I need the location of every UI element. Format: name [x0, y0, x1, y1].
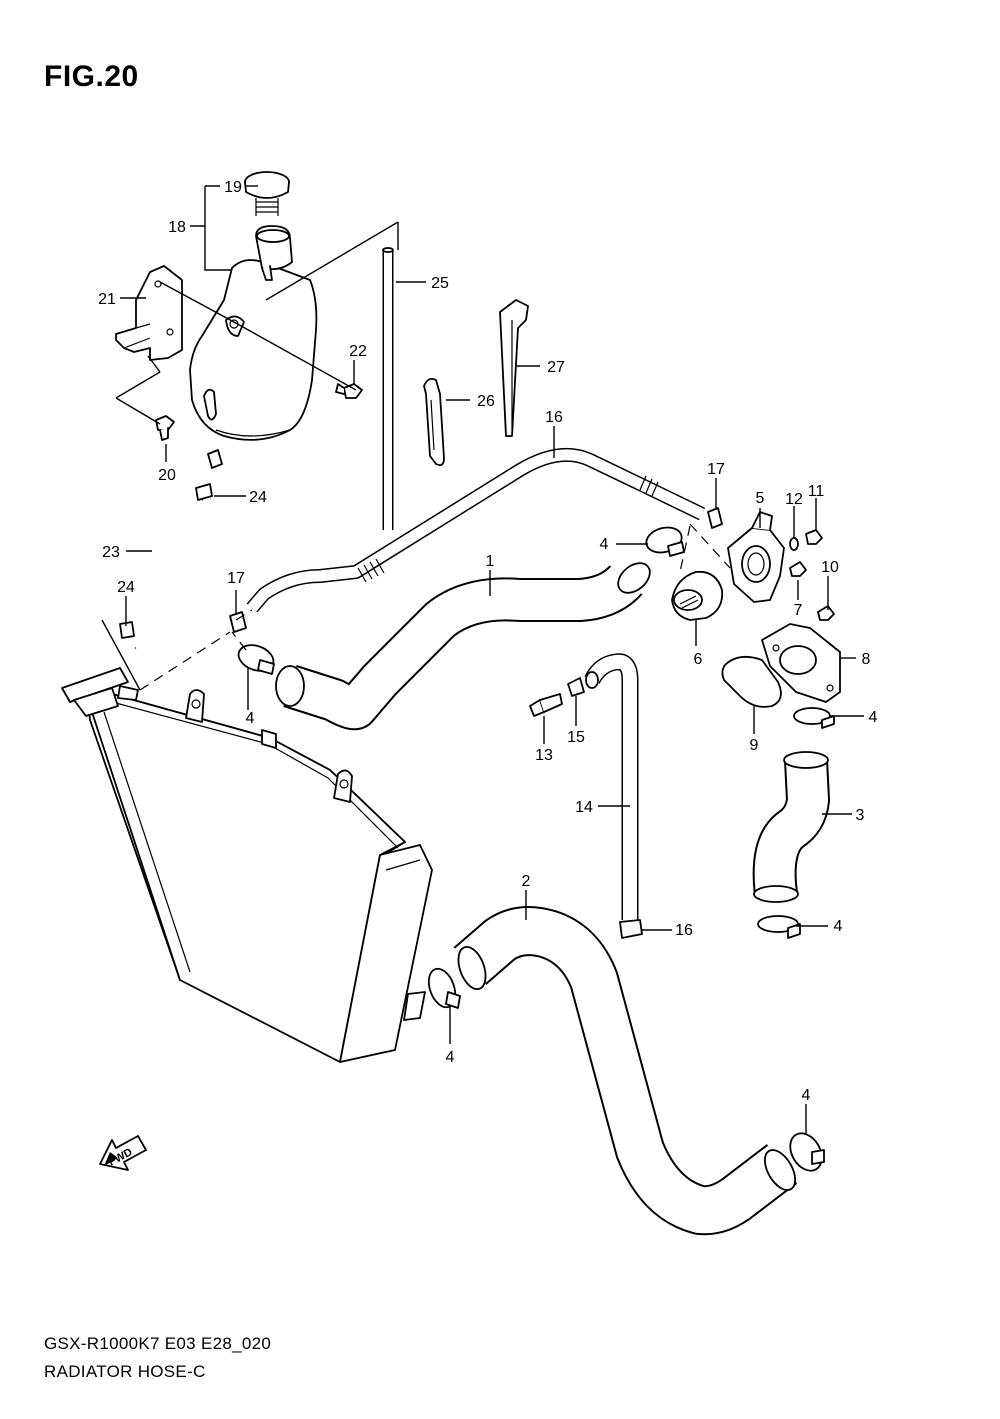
callout-7: 7 [794, 602, 803, 619]
washer-12 [789, 537, 799, 551]
hose-clamp-e [427, 967, 461, 1009]
callout-24b: 24 [117, 579, 135, 596]
cable-tie [499, 299, 529, 437]
reservoir-cap [244, 171, 290, 216]
hose-clamp-d [757, 915, 801, 939]
hose-clamp-b [237, 644, 275, 675]
bypass-hose-upper [246, 447, 706, 613]
bolt-7 [789, 561, 807, 577]
callout-9: 9 [750, 737, 759, 754]
diagram-name: RADIATOR HOSE-C [44, 1362, 206, 1381]
bypass-hose-14 [584, 653, 639, 920]
thermostat-housing [727, 511, 785, 603]
callout-21: 21 [98, 291, 116, 308]
callout-4d: 4 [834, 918, 843, 935]
clamp-17-left [229, 611, 247, 633]
radiator-hose-2 [453, 906, 798, 1236]
clamp-17-right [707, 507, 723, 529]
callout-14: 14 [575, 799, 593, 816]
reservoir-tank [189, 225, 318, 469]
callout-16b: 16 [675, 922, 693, 939]
thermostat-cover [761, 623, 841, 703]
callout-2: 2 [522, 873, 531, 890]
callout-10: 10 [821, 559, 839, 576]
callout-17b: 17 [227, 570, 245, 587]
radiator-hose-1 [275, 562, 651, 731]
overflow-hose [119, 483, 213, 653]
callout-1: 1 [486, 553, 495, 570]
callout-27: 27 [547, 359, 565, 376]
breather-hose [382, 247, 394, 530]
fitting-13 [529, 693, 563, 717]
model-code: GSX-R1000K7 E03 E28_020 [44, 1334, 272, 1353]
hose-clamp-a [645, 526, 685, 557]
callout-8: 8 [862, 651, 871, 668]
thermostat [671, 570, 724, 621]
callout-24a: 24 [249, 489, 267, 506]
callout-11: 11 [808, 483, 825, 500]
callout-19: 19 [224, 179, 242, 196]
callout-4f: 4 [802, 1087, 811, 1104]
bolt-11 [805, 529, 823, 545]
clamp-15 [567, 677, 585, 697]
callout-12: 12 [785, 491, 803, 508]
callout-26: 26 [477, 393, 495, 410]
callout-4b: 4 [246, 710, 255, 727]
callout-17a: 17 [707, 461, 725, 478]
leader-lines [120, 185, 864, 1134]
callout-18: 18 [168, 219, 186, 236]
callout-13: 13 [535, 747, 553, 764]
hose-clip [423, 377, 445, 467]
callout-4c: 4 [869, 709, 878, 726]
callout-16a: 16 [545, 409, 563, 426]
bolt-20 [155, 415, 175, 441]
callout-20: 20 [158, 467, 176, 484]
o-ring [721, 655, 782, 708]
callout-5: 5 [756, 490, 765, 507]
radiator-hose-3 [752, 751, 830, 903]
clamp-16-lower [619, 919, 643, 939]
hose-clamp-f [789, 1132, 825, 1172]
bolt-10 [817, 605, 835, 621]
callout-3: 3 [856, 807, 865, 824]
bolt-22 [335, 383, 363, 399]
forward-arrow: FWD [99, 1135, 147, 1171]
assembly-guide-lines [101, 221, 731, 691]
callout-15: 15 [567, 729, 585, 746]
callout-4a: 4 [600, 536, 609, 553]
callout-25: 25 [431, 275, 449, 292]
figure-title: FIG.20 [44, 60, 139, 93]
callout-23: 23 [102, 544, 120, 561]
hose-clamp-c [793, 707, 835, 729]
tank-bracket [115, 265, 183, 361]
callout-labels: 1 2 3 4 4 4 4 4 4 5 6 7 8 9 10 11 12 13 … [98, 179, 877, 1104]
callout-4e: 4 [446, 1049, 455, 1066]
callout-22: 22 [349, 343, 367, 360]
callout-6: 6 [694, 651, 703, 668]
radiator [61, 667, 433, 1063]
